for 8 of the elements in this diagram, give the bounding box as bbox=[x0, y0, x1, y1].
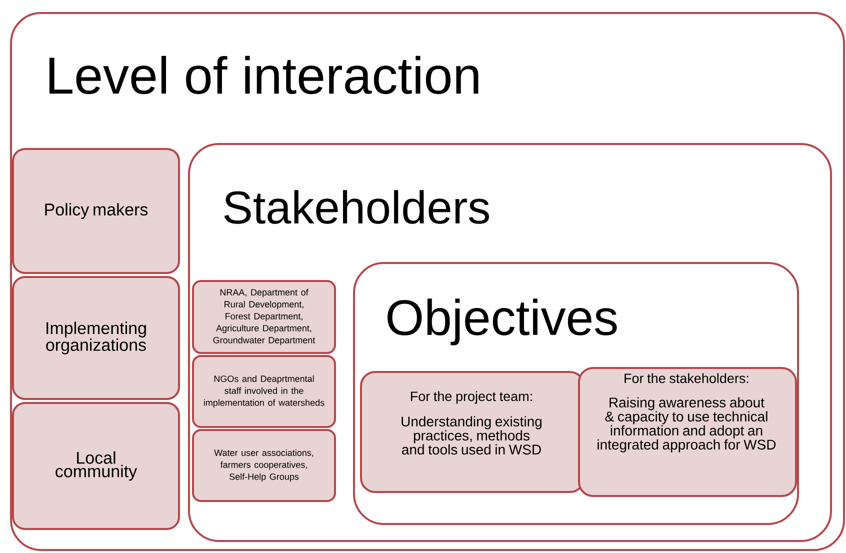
category-box: Local community bbox=[12, 402, 180, 530]
stakeholder-box: NGOs and Deaprtmental staff involved in the implementation of watersheds bbox=[192, 355, 336, 428]
category-box: Policy makers bbox=[12, 148, 180, 274]
stakeholder-box: Water user associations, farmers cooperatives, Self-Help Groups bbox=[192, 429, 336, 502]
stakeholder-box: NRAA, Department of Rural Development, Forest Department, Agriculture Department, Groundwater Department bbox=[192, 280, 336, 354]
category-box: Implementing organizations bbox=[12, 276, 180, 400]
objective-box: For the project team: Understanding existing practices, methods and tools used in WSD bbox=[360, 371, 585, 493]
objective-box: For the stakeholders: Raising awareness about & capacity to use technical information and adopt an integrated approach for WSD bbox=[578, 367, 797, 497]
